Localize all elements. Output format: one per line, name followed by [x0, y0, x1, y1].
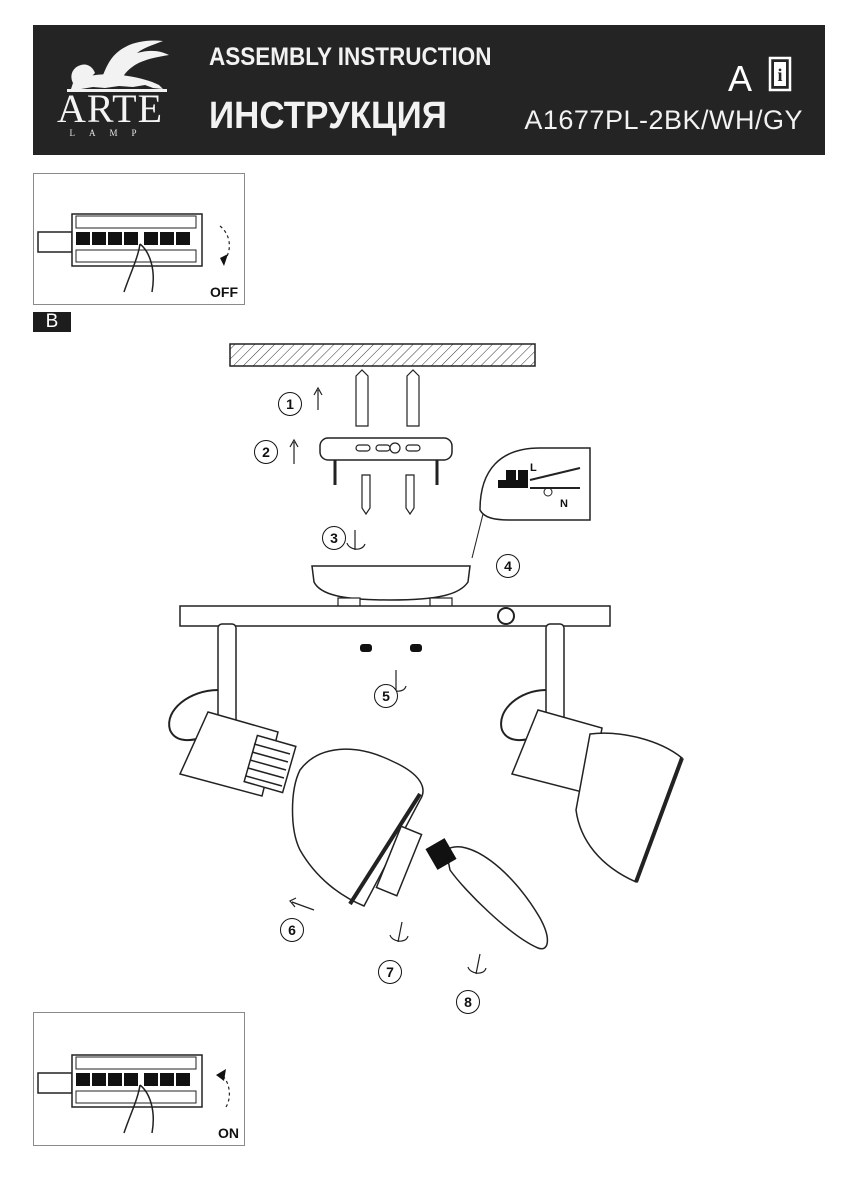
- brand-subtitle: LAMP: [69, 128, 151, 138]
- assembly-drawing: [168, 343, 684, 975]
- document-letter: A: [728, 58, 753, 99]
- live-wire-label: L: [530, 462, 537, 474]
- svg-text:i: i: [777, 65, 782, 85]
- brand-wordmark: ARTE: [56, 86, 164, 131]
- state-off-label: OFF: [210, 284, 238, 300]
- step-2-marker: 2: [254, 440, 278, 464]
- step-1-marker: 1: [278, 392, 302, 416]
- step-6-marker: 6: [280, 918, 304, 942]
- circuit-breaker-illustration: [37, 213, 230, 293]
- panel-switch-off: OFF: [33, 173, 245, 305]
- step-5-marker: 5: [374, 684, 398, 708]
- panel-switch-on: ON: [33, 1012, 245, 1146]
- circuit-breaker-illustration: [37, 1054, 230, 1134]
- section-b-tag: B: [33, 312, 71, 332]
- step-3-marker: 3: [322, 526, 346, 550]
- model-number: A1677PL-2BK/WH/GY: [524, 105, 803, 135]
- brand-logo: ARTE LAMP: [33, 25, 193, 155]
- title-russian: ИНСТРУКЦИЯ: [209, 95, 447, 137]
- document-header: ARTE LAMP ASSEMBLY INSTRUCTION ИНСТРУКЦИ…: [33, 25, 825, 155]
- step-7-marker: 7: [378, 960, 402, 984]
- title-english: ASSEMBLY INSTRUCTION: [209, 43, 492, 71]
- info-book-icon: i: [768, 56, 792, 92]
- state-on-label: ON: [218, 1125, 239, 1141]
- assembly-diagram: 1 2 3 4 5 6 7 8 L N: [150, 330, 710, 1030]
- winged-lion-emblem: [67, 40, 169, 92]
- step-8-marker: 8: [456, 990, 480, 1014]
- step-4-marker: 4: [496, 554, 520, 578]
- neutral-wire-label: N: [560, 498, 568, 510]
